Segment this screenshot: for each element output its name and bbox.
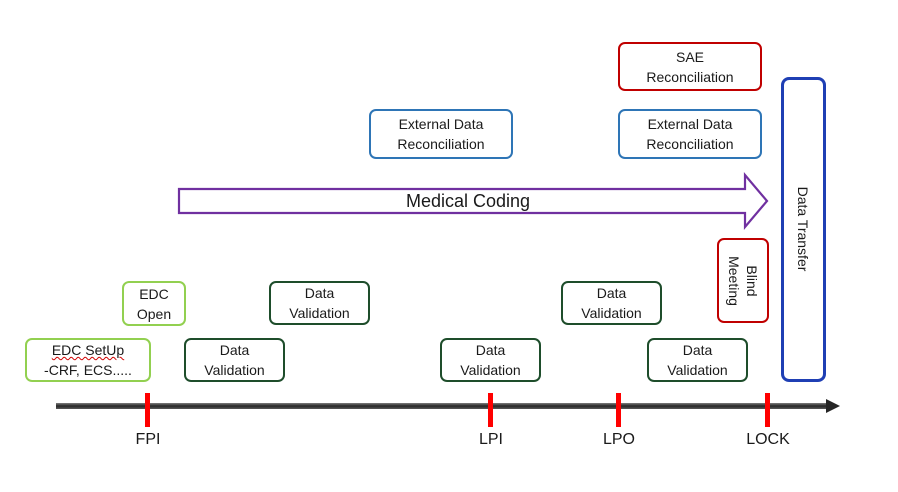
data-validation-1-line2: Validation bbox=[289, 305, 350, 321]
data-validation-5-line2: Validation bbox=[667, 362, 728, 378]
blind-meeting-line1: Blind bbox=[744, 265, 760, 297]
sae-reconciliation-box: SAE Reconciliation bbox=[618, 42, 762, 91]
external-data-2-line1: External Data bbox=[647, 116, 733, 132]
data-validation-box-5: Data Validation bbox=[647, 338, 748, 382]
milestone-tick-lock bbox=[765, 393, 770, 427]
external-data-1-line1: External Data bbox=[398, 116, 484, 132]
blind-meeting-line2: Meeting bbox=[726, 256, 742, 306]
edc-open-box: EDC Open bbox=[122, 281, 186, 326]
data-validation-4-line1: Data bbox=[596, 285, 627, 301]
external-data-reconciliation-box-1: External Data Reconciliation bbox=[369, 109, 513, 159]
milestone-tick-lpo bbox=[616, 393, 621, 427]
data-validation-4-line2: Validation bbox=[581, 305, 642, 321]
edc-setup-line1: EDC SetUp bbox=[52, 340, 124, 360]
blind-meeting-label: Blind Meeting bbox=[724, 241, 762, 321]
data-transfer-text: Data Transfer bbox=[795, 186, 811, 272]
data-validation-box-1: Data Validation bbox=[269, 281, 370, 325]
external-data-reconciliation-box-2: External Data Reconciliation bbox=[618, 109, 762, 159]
medical-coding-label: Medical Coding bbox=[405, 191, 531, 211]
milestone-label-lock: LOCK bbox=[746, 431, 790, 448]
edc-open-line1: EDC bbox=[139, 285, 169, 302]
edc-setup-line2: -CRF, ECS..... bbox=[44, 362, 132, 378]
data-validation-box-3: Data Validation bbox=[440, 338, 541, 382]
sae-reconciliation-line2: Reconciliation bbox=[646, 68, 734, 85]
sae-reconciliation-line1: SAE bbox=[675, 48, 704, 65]
data-validation-3-line2: Validation bbox=[460, 362, 521, 378]
edc-open-line2: Open bbox=[136, 305, 172, 322]
data-validation-box-2: Data Validation bbox=[184, 338, 285, 382]
timeline-bar bbox=[56, 403, 828, 409]
data-transfer-label: Data Transfer bbox=[793, 129, 813, 329]
blind-meeting-box bbox=[717, 238, 769, 323]
data-validation-box-4: Data Validation bbox=[561, 281, 662, 325]
data-validation-1-line1: Data bbox=[304, 285, 335, 301]
edc-setup-title: EDC SetUp bbox=[51, 342, 125, 358]
medical-coding-arrow bbox=[177, 171, 769, 231]
data-validation-2-line1: Data bbox=[219, 342, 250, 358]
timeline-arrowhead bbox=[826, 399, 840, 413]
milestone-tick-lpi bbox=[488, 393, 493, 427]
milestone-label-lpi: LPI bbox=[478, 431, 503, 448]
external-data-2-line2: Reconciliation bbox=[646, 136, 734, 152]
milestone-label-lpo: LPO bbox=[602, 431, 635, 448]
external-data-1-line2: Reconciliation bbox=[397, 136, 485, 152]
data-validation-5-line1: Data bbox=[682, 342, 713, 358]
edc-setup-box: EDC SetUp -CRF, ECS..... bbox=[25, 338, 151, 382]
data-validation-2-line2: Validation bbox=[204, 362, 265, 378]
milestone-label-fpi: FPI bbox=[135, 431, 161, 448]
data-validation-3-line1: Data bbox=[475, 342, 506, 358]
data-transfer-box bbox=[781, 77, 826, 382]
milestone-tick-fpi bbox=[145, 393, 150, 427]
